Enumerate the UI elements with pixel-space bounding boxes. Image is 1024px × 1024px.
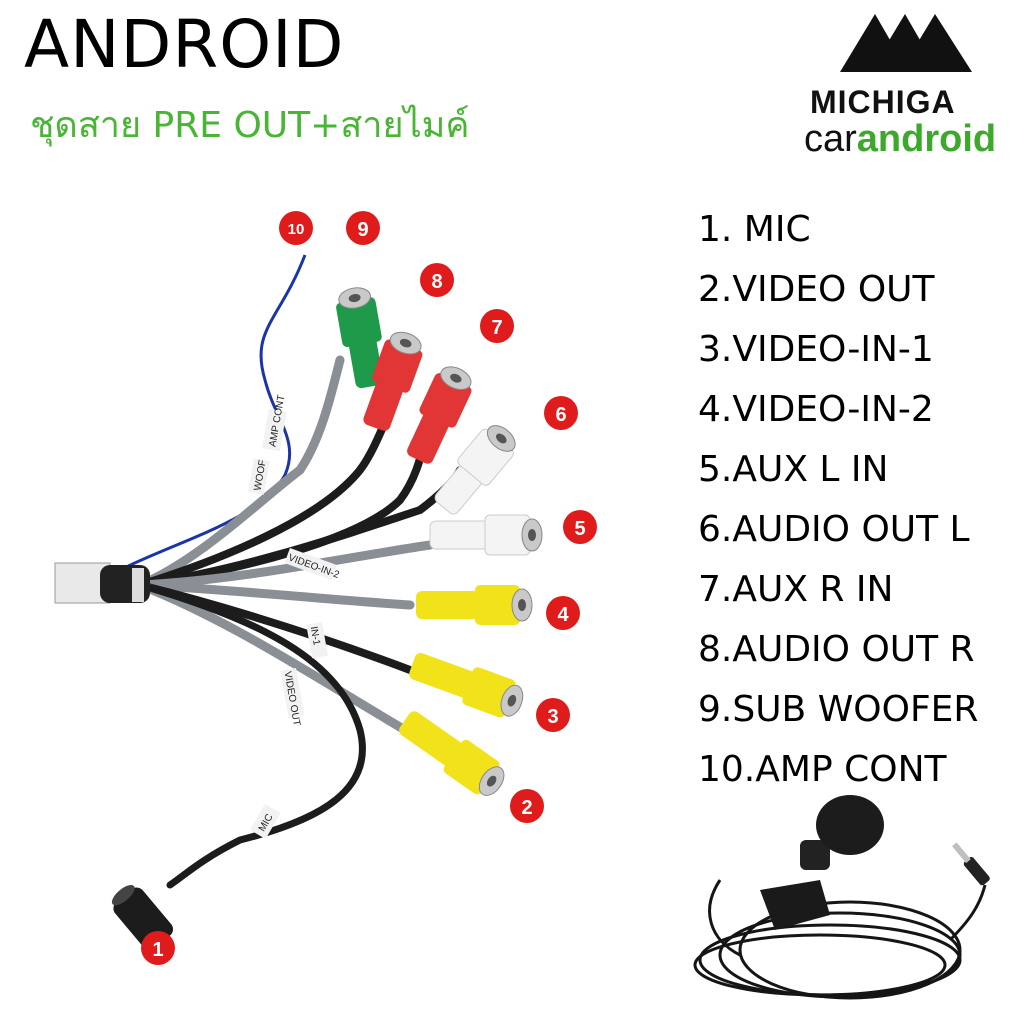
connector-legend: 1. MIC 2.VIDEO OUT 3.VIDEO-IN-1 4.VIDEO-… [698, 200, 978, 800]
cable-label-woof: WOOF [248, 458, 270, 495]
badge-10-text: 10 [288, 221, 305, 238]
cable-label-video-in-1: IN-1 [306, 622, 328, 659]
brand-logo: MICHIGA carandroid [800, 10, 1010, 160]
rca-connector-3-yellow [409, 652, 524, 718]
rca-connector-6-white [434, 425, 516, 515]
mic-clip [760, 880, 830, 930]
badge-5-text: 5 [574, 518, 585, 540]
cable-video-out [135, 580, 410, 735]
badge-1-text: 1 [152, 939, 163, 961]
cable-label-mic: MIC [250, 804, 281, 839]
mic-coiled-cable [693, 879, 987, 1000]
legend-item-6: 6.AUDIO OUT L [698, 509, 970, 550]
legend-item-3: 3.VIDEO-IN-1 [698, 329, 934, 370]
badge-7-text: 7 [491, 317, 502, 339]
badge-1: 1 [141, 931, 175, 965]
badge-2-text: 2 [521, 797, 532, 819]
badge-2: 2 [510, 789, 544, 823]
rca-connector-5-white [429, 514, 543, 556]
badge-4: 4 [546, 596, 580, 630]
rca-connector-9-green [336, 287, 384, 389]
legend-item-2: 2.VIDEO OUT [698, 269, 935, 310]
rca-connector-4-yellow [416, 585, 533, 625]
mic-35mm-plug [951, 842, 990, 886]
cable-aux-l [135, 540, 435, 590]
cable-label-video-in-2: VIDEO-IN-2 [284, 548, 341, 581]
rca-connector-2-yellow [399, 711, 505, 796]
mic-mount [800, 840, 830, 870]
cable-video-in-2 [135, 580, 415, 610]
badge-10: 10 [279, 211, 313, 245]
mic-foam-head [816, 795, 884, 855]
badge-4-text: 4 [557, 604, 569, 626]
badge-9-text: 9 [357, 219, 368, 241]
microphone-image [693, 795, 990, 1000]
page-subtitle: ชุดสาย PRE OUT+สายไมค์ [30, 105, 470, 146]
badge-5: 5 [563, 510, 597, 544]
legend-item-10: 10.AMP CONT [698, 749, 947, 790]
rca-connector-7-red [407, 366, 472, 464]
badge-6-text: 6 [555, 404, 566, 426]
badge-8-text: 8 [431, 271, 442, 293]
cable-label-video-in-1-text: IN-1 [308, 626, 322, 647]
rca-connector-8-red [363, 331, 423, 431]
wiring-harness-illustration: AMP CONT WOOF VIDEO-IN-2 IN-1 VIDEO OUT … [54, 211, 597, 965]
legend-item-5: 5.AUX L IN [698, 449, 889, 490]
cable-tie [132, 568, 144, 602]
brand-subline: carandroid [804, 118, 996, 161]
brand-name: MICHIGA [810, 84, 956, 120]
badge-8: 8 [420, 263, 454, 297]
legend-item-7: 7.AUX R IN [698, 569, 894, 610]
legend-item-1: 1. MIC [698, 209, 811, 250]
brand-sub-car: car [804, 118, 857, 160]
cable-mic [136, 581, 366, 889]
badge-7: 7 [480, 309, 514, 343]
badge-9: 9 [346, 211, 380, 245]
legend-item-4: 4.VIDEO-IN-2 [698, 389, 934, 430]
page-title: ANDROID [24, 6, 345, 83]
cable-label-video-out: VIDEO OUT [280, 668, 305, 727]
badge-6: 6 [544, 396, 578, 430]
cable-label-woof-text: WOOF [252, 459, 268, 492]
amp-cont-wire [119, 254, 307, 572]
legend-item-9: 9.SUB WOOFER [698, 689, 979, 730]
cable-label-amp: AMP CONT [262, 394, 287, 452]
badge-3: 3 [536, 698, 570, 732]
brand-sub-android: android [856, 118, 997, 160]
badge-3-text: 3 [547, 706, 558, 728]
mountain-logo-icon [840, 14, 972, 72]
cable-woofer [135, 355, 345, 590]
legend-item-8: 8.AUDIO OUT R [698, 629, 975, 670]
